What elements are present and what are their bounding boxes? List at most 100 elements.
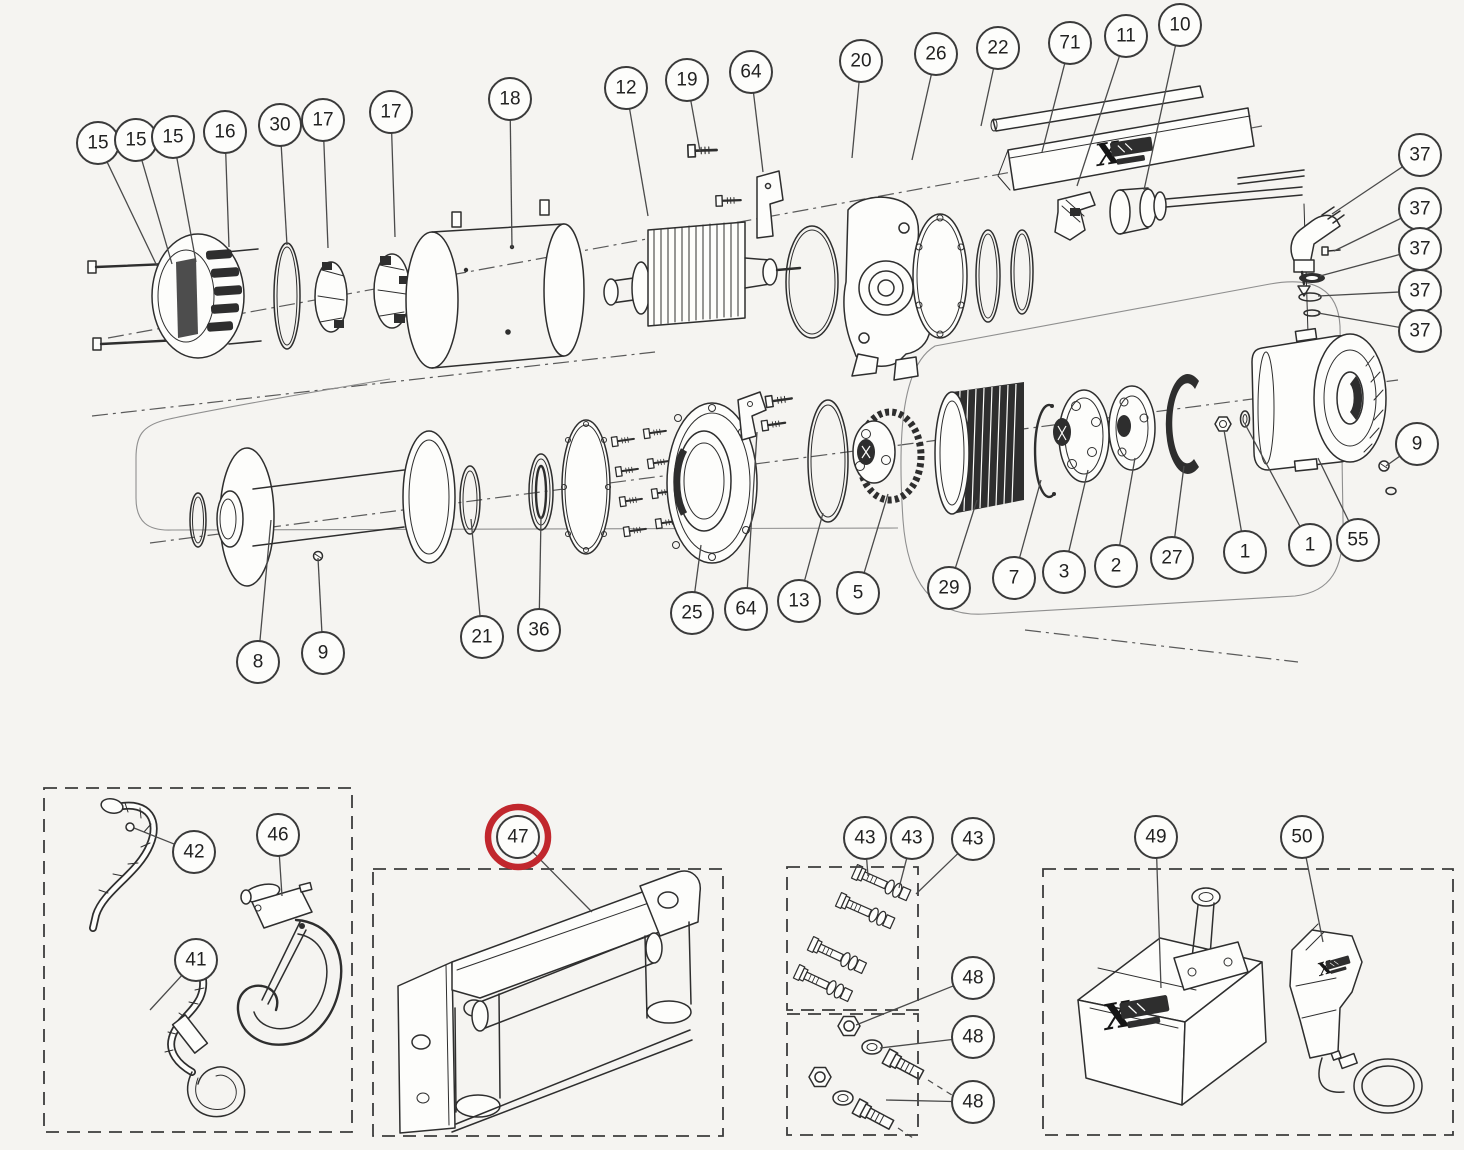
callout-26: 26 — [911, 32, 958, 161]
callout-leader — [1317, 457, 1350, 522]
part-drum-gasket — [561, 419, 611, 555]
part-coupling-10 — [1109, 169, 1305, 235]
callout-17: 17 — [369, 90, 413, 238]
part-hook-46 — [236, 881, 343, 1046]
callout-balloon — [951, 1080, 995, 1124]
callout-balloon — [1150, 536, 1194, 580]
callout-37: 37 — [1333, 187, 1442, 252]
callout-1: 1 — [1244, 423, 1332, 567]
callout-12: 12 — [604, 66, 649, 217]
callout-number: 1 — [1240, 542, 1251, 563]
callout-balloon — [301, 98, 345, 142]
callout-number: 3 — [1059, 562, 1070, 583]
callout-15: 15 — [151, 115, 197, 263]
callout-number: 13 — [788, 591, 809, 612]
part-brake-band-27 — [1165, 374, 1199, 474]
callout-21: 21 — [460, 518, 504, 659]
callout-balloon — [1158, 3, 1202, 47]
callout-balloon — [724, 587, 768, 631]
callout-balloon — [1398, 133, 1442, 177]
callout-number: 1 — [1305, 535, 1316, 556]
callout-27: 27 — [1150, 465, 1194, 580]
callout-9: 9 — [301, 557, 345, 675]
callout-47: 47 — [484, 803, 593, 913]
callout-balloon — [839, 39, 883, 83]
callout-number: 17 — [380, 102, 401, 123]
callout-number: 26 — [925, 44, 946, 65]
kit-box-cable-hook-kit — [43, 787, 353, 1133]
callout-number: 48 — [962, 1092, 983, 1113]
callout-number: 18 — [499, 89, 520, 110]
callout-leader — [980, 68, 995, 127]
callout-balloon — [992, 556, 1036, 600]
part-brush-plate-17b — [373, 253, 411, 329]
callout-19: 19 — [665, 58, 709, 152]
callout-number: 15 — [87, 133, 108, 154]
part-carrier-3 — [1053, 389, 1110, 483]
callout-leader — [954, 499, 978, 569]
callout-37: 37 — [1317, 269, 1442, 313]
callout-number: 30 — [269, 115, 290, 136]
callout-balloon — [1288, 523, 1332, 567]
callout-71: 71 — [1041, 21, 1092, 153]
callout-number: 47 — [507, 827, 528, 848]
callout-37: 37 — [1317, 309, 1442, 353]
callout-balloon — [843, 816, 887, 860]
part-bracket-64-top — [714, 170, 784, 239]
callout-leader — [866, 858, 869, 877]
callout-balloon — [1104, 14, 1148, 58]
callout-number: 12 — [615, 78, 636, 99]
part-breather-elbow-37 — [1290, 206, 1345, 317]
callout-leader — [885, 1099, 953, 1103]
callout-balloon — [488, 77, 532, 121]
callout-64: 64 — [724, 431, 768, 631]
callout-leader — [1319, 253, 1400, 277]
callout-number: 15 — [125, 130, 146, 151]
callout-number: 25 — [681, 603, 702, 624]
callout-leader — [1068, 469, 1089, 552]
callout-number: 64 — [735, 599, 757, 620]
callout-balloon — [1094, 544, 1138, 588]
brand-logo-subtext — [1116, 155, 1146, 165]
callout-leader — [470, 518, 481, 617]
callout-number: 8 — [253, 652, 264, 673]
callout-leader — [317, 557, 323, 633]
callout-48: 48 — [885, 1080, 995, 1124]
drum-assembly-axis — [149, 379, 1399, 544]
callout-41: 41 — [149, 938, 218, 1011]
callout-8: 8 — [236, 519, 280, 684]
callout-16: 16 — [203, 110, 247, 248]
callout-balloon — [670, 591, 714, 635]
callout-43: 43 — [843, 816, 887, 877]
callout-number: 7 — [1009, 568, 1020, 589]
callout-balloon — [256, 813, 300, 857]
callout-number: 15 — [162, 127, 183, 148]
callout-balloon — [1398, 309, 1442, 353]
callout-balloon — [951, 1015, 995, 1059]
callout-leader — [1385, 455, 1401, 467]
callout-number: 48 — [962, 1027, 983, 1048]
callout-number: 49 — [1145, 827, 1166, 848]
kit-box-bolt-kit-upper — [786, 866, 919, 1011]
callout-43: 43 — [915, 817, 995, 895]
callout-number: 22 — [987, 38, 1008, 59]
callout-number: 27 — [1161, 548, 1182, 569]
callout-37: 37 — [1319, 227, 1442, 277]
brand-logo-subtext — [1127, 1016, 1161, 1029]
part-end-cap-16 — [151, 233, 262, 359]
part-oring-30 — [273, 242, 301, 350]
callout-leader — [911, 74, 932, 161]
callout-balloon — [369, 90, 413, 134]
callout-leader — [1223, 429, 1243, 532]
callout-balloon — [1042, 550, 1086, 594]
callout-9: 9 — [1385, 422, 1439, 467]
brand-logo-detail — [1329, 960, 1339, 967]
callout-55: 55 — [1317, 457, 1380, 562]
callout-number: 36 — [528, 620, 549, 641]
callout-30: 30 — [258, 103, 302, 246]
callout-20: 20 — [839, 39, 883, 159]
callout-number: 9 — [318, 643, 329, 664]
part-brush-plate-17a — [314, 261, 348, 333]
callout-number: 37 — [1409, 199, 1430, 220]
